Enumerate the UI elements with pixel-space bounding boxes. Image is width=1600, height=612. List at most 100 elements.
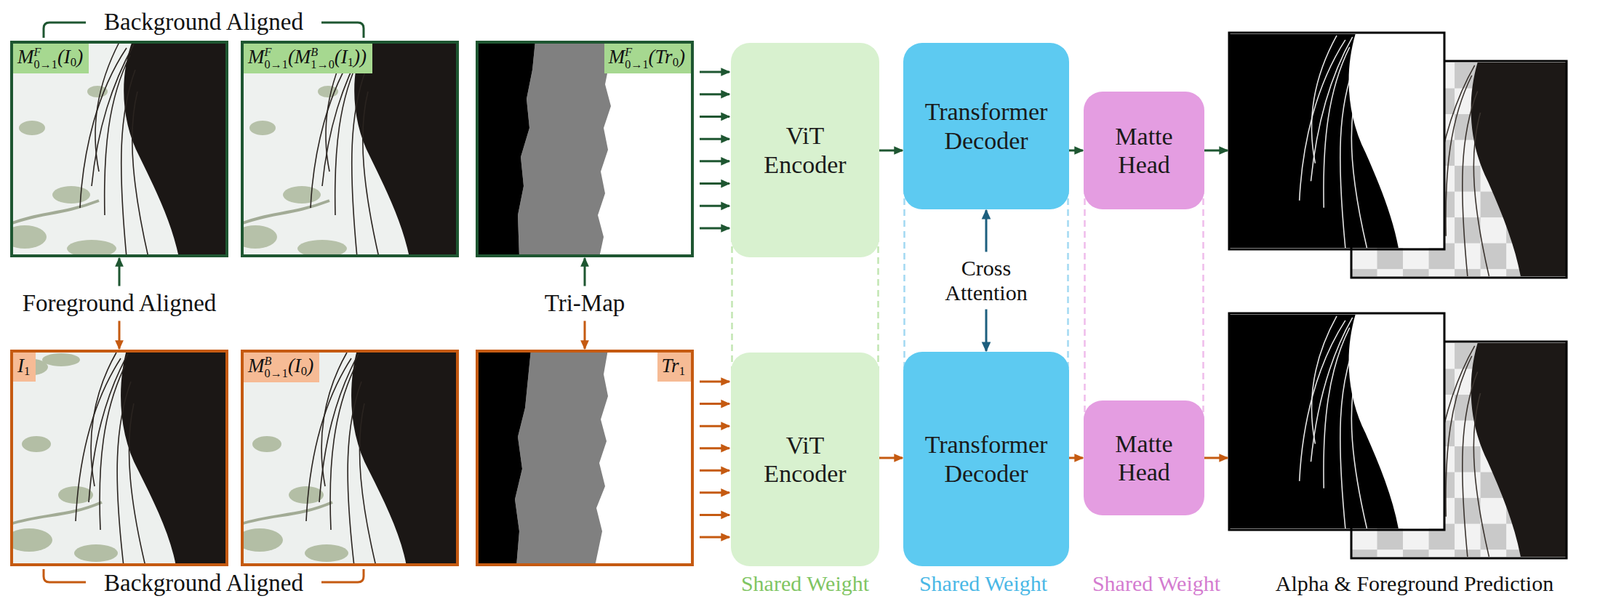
connector-segment <box>699 514 730 517</box>
connector-segment <box>584 258 587 287</box>
bracket <box>43 22 86 38</box>
input-photo <box>5 349 229 567</box>
annotation-label: Shared Weight <box>1092 571 1221 598</box>
module-box: Transformer Decoder <box>903 352 1070 567</box>
connector <box>699 72 730 229</box>
connector <box>879 150 903 152</box>
module-label: Transformer Decoder <box>917 97 1056 155</box>
connector-segment <box>699 227 730 230</box>
connector-segment <box>1069 457 1083 460</box>
input-photo <box>233 40 459 258</box>
superscript: F <box>624 46 632 59</box>
image-frame: MF0→1(MB1→0(I1)) <box>240 40 459 258</box>
connector-segment <box>584 320 587 350</box>
trimap-image <box>475 40 694 258</box>
subscript: 1→0 <box>310 58 334 72</box>
module-box: ViT Encoder <box>730 42 880 258</box>
edge-label: Cross Attention <box>927 256 1046 307</box>
subscript: 1 <box>24 364 30 379</box>
image-label: I1 <box>13 352 36 382</box>
bracket <box>43 569 86 583</box>
trimap-image <box>475 349 694 567</box>
shared-weight-line <box>1066 187 1070 374</box>
subscript: 1 <box>347 55 354 70</box>
module-label: Matte Head <box>1104 122 1184 179</box>
subscript: 0→1 <box>34 58 58 72</box>
connector-segment <box>1069 149 1083 152</box>
connector-segment <box>699 402 730 406</box>
superscript: B <box>264 355 272 368</box>
math-symbol: (I <box>288 354 302 377</box>
connector-segment <box>699 71 730 74</box>
connector-segment <box>879 457 903 460</box>
image-label: Tr1 <box>657 352 691 382</box>
annotation-label: Background Aligned <box>104 570 304 598</box>
connector-segment <box>699 160 730 163</box>
connector <box>904 187 1069 374</box>
connector-segment <box>879 149 903 152</box>
image-label: MF0→1(Tr0) <box>604 43 691 74</box>
connector-segment <box>118 320 121 350</box>
image-border <box>1229 32 1445 250</box>
connector-segment <box>699 381 730 384</box>
subscript: 0 <box>672 55 679 70</box>
math-symbol: M <box>17 45 35 68</box>
math-symbol: (M <box>288 45 311 68</box>
connector-segment <box>985 210 988 253</box>
annotation-label: Shared Weight <box>741 571 870 598</box>
connector-segment <box>699 205 730 208</box>
superscript: F <box>264 46 272 59</box>
math-symbol: ) <box>76 45 83 68</box>
bracket <box>321 22 364 38</box>
script-stack: F0→1 <box>34 46 58 72</box>
image-label: MB0→1(I0) <box>243 352 320 383</box>
math-symbol: ) <box>678 45 686 68</box>
input-photo <box>236 349 459 567</box>
connector <box>1069 150 1083 152</box>
connector-segment <box>699 491 730 494</box>
image-label: MF0→1(I0) <box>13 43 89 74</box>
superscript: B <box>310 46 318 59</box>
script-stack: F0→1 <box>624 46 648 72</box>
connector-segment <box>985 309 988 352</box>
connector-segment <box>699 447 730 450</box>
image-frame: I1 <box>10 349 229 567</box>
shared-weight-line <box>1083 187 1086 423</box>
subscript: 0→1 <box>624 58 648 72</box>
subscript: 0→1 <box>264 58 288 72</box>
connector-segment <box>699 536 730 539</box>
module-label: ViT Encoder <box>754 121 856 179</box>
shared-weight-line <box>877 235 880 375</box>
subscript: 0 <box>70 55 77 70</box>
shared-weight-line <box>1202 187 1205 423</box>
math-symbol: )) <box>353 45 367 68</box>
math-symbol: ) <box>306 354 314 377</box>
trimap-frame: MF0→1(Tr0) <box>475 40 694 258</box>
math-symbol: (I <box>334 45 348 68</box>
superscript: F <box>34 46 42 59</box>
bracket <box>321 569 364 583</box>
image-frame: MB0→1(I0) <box>240 349 459 567</box>
connector-segment <box>118 258 121 287</box>
connector <box>1069 458 1083 459</box>
annotation-label: Background Aligned <box>104 8 304 37</box>
module-label: ViT Encoder <box>754 431 856 488</box>
annotation-label: Alpha & Foreground Prediction <box>1275 571 1554 598</box>
output-arrow <box>1204 457 1228 460</box>
subscript: 1 <box>679 364 686 379</box>
connector-segment <box>699 469 730 472</box>
image-border <box>1229 313 1445 531</box>
module-label: Transformer Decoder <box>917 430 1056 488</box>
module-box: ViT Encoder <box>730 352 880 567</box>
subscript: 0→1 <box>264 368 288 381</box>
math-symbol: (I <box>57 45 71 68</box>
module-box: Matte Head <box>1083 91 1205 210</box>
connector <box>879 458 903 459</box>
math-symbol: M <box>248 354 265 377</box>
shared-weight-line <box>903 187 906 374</box>
alpha-output <box>1229 34 1445 248</box>
alpha-output <box>1229 314 1445 529</box>
connector <box>1085 187 1204 423</box>
math-symbol: I <box>17 354 24 377</box>
